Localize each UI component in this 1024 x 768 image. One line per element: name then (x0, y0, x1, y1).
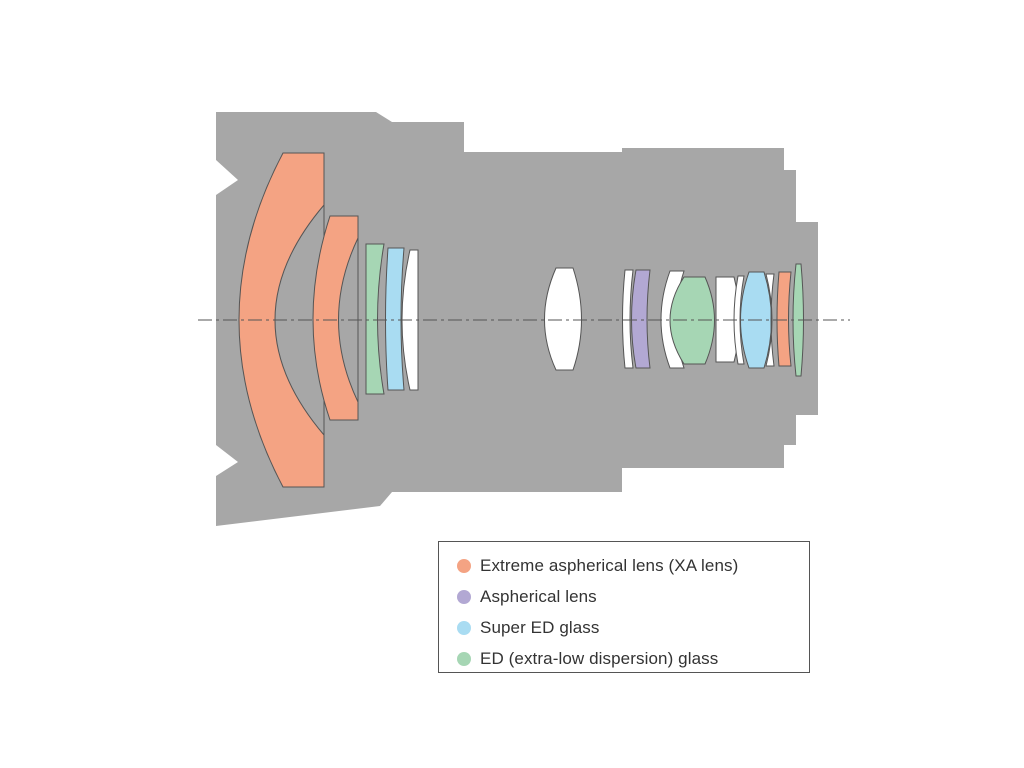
legend-label: Extreme aspherical lens (XA lens) (480, 555, 739, 575)
legend-label: Super ED glass (480, 617, 600, 637)
legend: Extreme aspherical lens (XA lens) Aspher… (438, 541, 810, 673)
purple-dot-icon (457, 589, 471, 604)
rear-plain-lens-4 (733, 275, 745, 365)
rear-plain-lens-5 (765, 273, 775, 367)
rear-xa-lens (776, 271, 792, 367)
second-xa-lens (312, 215, 359, 421)
aspherical-lens (631, 269, 651, 369)
legend-item-aspherical: Aspherical lens (457, 581, 809, 612)
green-dot-icon (457, 651, 471, 666)
legend-item-xa-lens: Extreme aspherical lens (XA lens) (457, 550, 809, 581)
legend-label: Aspherical lens (480, 586, 597, 606)
lens-barrel (216, 112, 818, 526)
front-xa-lens (238, 152, 325, 488)
ed-lens-1 (365, 243, 385, 395)
legend-item-super-ed: Super ED glass (457, 612, 809, 643)
rear-plain-lens-1 (622, 269, 634, 369)
orange-dot-icon (457, 558, 471, 573)
legend-item-ed: ED (extra-low dispersion) glass (457, 643, 809, 674)
middle-plain-lens (544, 267, 582, 371)
legend-label: ED (extra-low dispersion) glass (480, 648, 719, 668)
light-blue-dot-icon (457, 620, 471, 635)
super-ed-lens-1 (385, 247, 405, 391)
